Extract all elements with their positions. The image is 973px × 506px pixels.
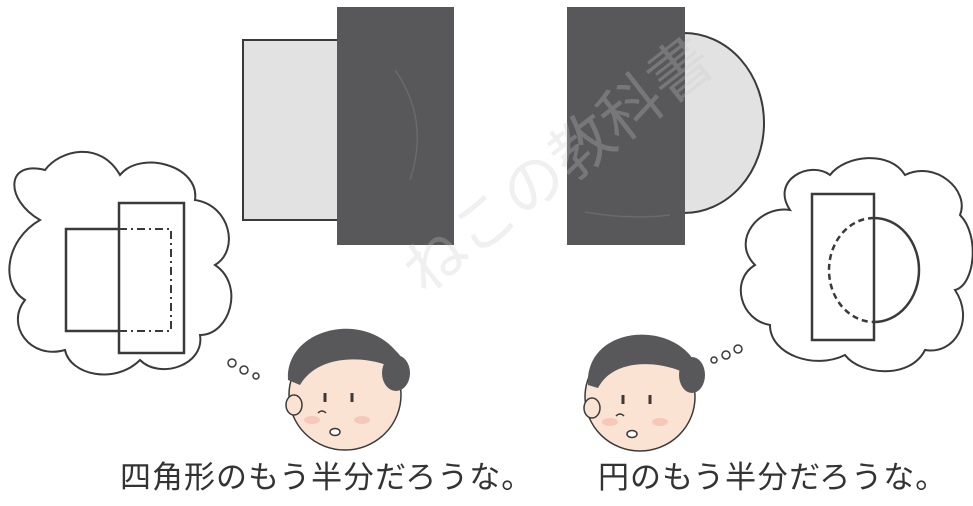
girl-face-icon [583,334,705,452]
caption-left: 四角形のもう半分だろうな。 [120,460,534,496]
right-hidden-circle-scene [567,7,765,245]
light-semicircle-shape [683,31,765,215]
dark-cover-card-left [337,7,454,245]
thought-bubble-icon [710,157,973,373]
left-hidden-rectangle-scene [242,7,454,245]
girl-face-icon [285,328,410,451]
caption-right: 円のもう半分だろうな。 [598,460,948,496]
thought-bubble-icon [8,150,260,380]
dark-cover-card-right [567,7,685,245]
